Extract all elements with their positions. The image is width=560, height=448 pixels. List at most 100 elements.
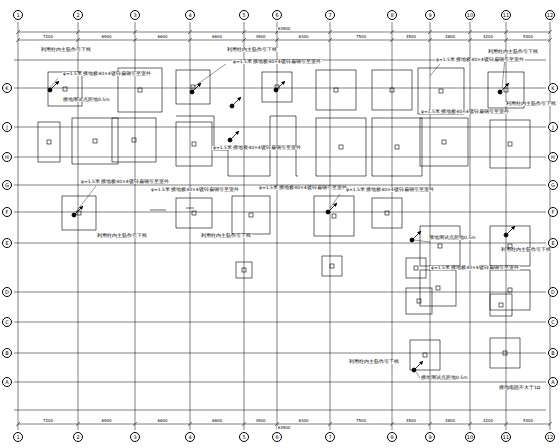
- axis-number: K: [551, 86, 554, 91]
- footing: [490, 270, 530, 310]
- axis-bubble: J: [2, 122, 12, 132]
- dimension-text: 6900: [100, 419, 112, 423]
- axis-bubble: 3: [130, 432, 140, 442]
- footing: [236, 262, 252, 278]
- dimension-text: 5400: [522, 419, 534, 423]
- axis-number: 5: [242, 435, 245, 440]
- column: [47, 140, 51, 144]
- axis-number: H: [551, 155, 555, 160]
- dimension-tick: [242, 30, 246, 34]
- column: [499, 303, 503, 307]
- axis-number: 7: [328, 435, 331, 440]
- footing: [62, 196, 96, 230]
- dimension-tick: [428, 30, 432, 34]
- axis-number: D: [551, 290, 555, 295]
- footing: [372, 198, 402, 228]
- axis-number: H: [5, 155, 9, 160]
- note-text: φ=1.5米 接地极40×4镀锌扁钢引至室外: [62, 72, 152, 77]
- note-text: φ=1.5米 接地极40×4镀锌扁钢引至室外: [420, 110, 510, 115]
- axis-bubble: 10: [465, 10, 475, 20]
- axis-number: 12: [547, 13, 553, 18]
- dimension-tick: [428, 38, 432, 42]
- axis-bubble: K: [2, 83, 12, 93]
- footing: [262, 72, 292, 102]
- axis-number: 10: [467, 13, 473, 18]
- ground-arrow: [506, 226, 515, 235]
- axis-number: 11: [503, 13, 509, 18]
- axis-number: 2: [76, 13, 79, 18]
- column: [138, 88, 142, 92]
- axis-number: C: [5, 320, 9, 325]
- dimension-text: 6600: [156, 419, 168, 423]
- footing: [176, 122, 212, 166]
- dimension-text: 7200: [42, 35, 54, 39]
- dimension-tick: [548, 30, 552, 34]
- footing: [176, 198, 212, 228]
- footing: [410, 340, 440, 370]
- note-text: φ=1.5米 接地极40×4镀锌扁钢引至室外: [232, 60, 322, 65]
- axis-number: 9: [428, 435, 431, 440]
- axis-bubble: 4: [185, 432, 195, 442]
- axis-bubble: B: [2, 348, 12, 358]
- axis-number: 5: [242, 13, 245, 18]
- axis-line: [14, 88, 546, 89]
- axis-number: 10: [467, 435, 473, 440]
- axis-number: 4: [188, 435, 191, 440]
- axis-bubble: D: [2, 287, 12, 297]
- axis-line: [244, 22, 245, 430]
- axis-number: E: [5, 241, 8, 246]
- note-text: 利用柱内主筋作引下线: [487, 50, 539, 55]
- axis-bubble: 12: [545, 432, 555, 442]
- axis-number: C: [551, 320, 555, 325]
- footing: [418, 68, 464, 114]
- dimension-tick: [428, 422, 432, 426]
- dimension-tick: [504, 422, 508, 426]
- column: [390, 88, 394, 92]
- axis-bubble: 5: [239, 10, 249, 20]
- axis-number: 1: [16, 435, 19, 440]
- axis-number: 11: [503, 435, 509, 440]
- dimension-tick: [390, 30, 394, 34]
- axis-bubble: A: [2, 377, 12, 387]
- footing: [406, 258, 426, 278]
- axis-number: 1: [16, 13, 19, 18]
- leader-line: [330, 194, 340, 208]
- footing: [420, 118, 468, 166]
- axis-bubble: H: [2, 152, 12, 162]
- note-text: 利用柱内主筋作引下线: [500, 248, 552, 253]
- column: [385, 211, 389, 215]
- axis-line: [470, 22, 471, 430]
- axis-bubble: C: [2, 317, 12, 327]
- axis-number: K: [5, 86, 8, 91]
- dimension-tick: [275, 38, 279, 42]
- axis-bubble: 1: [13, 432, 23, 442]
- axis-number: E: [551, 241, 554, 246]
- dimension-text: 4200: [482, 419, 494, 423]
- footing: [372, 70, 412, 110]
- axis-line: [392, 22, 393, 430]
- dimension-tick: [76, 30, 80, 34]
- dimension-tick: [504, 30, 508, 34]
- axis-bubble: 8: [387, 432, 397, 442]
- dimension-tick: [390, 422, 394, 426]
- axis-bubble: 11: [501, 10, 511, 20]
- footing: [232, 196, 270, 234]
- column: [423, 353, 427, 357]
- leader-lines: [50, 58, 505, 378]
- axis-line: [14, 322, 546, 323]
- column: [417, 299, 421, 303]
- axis-bubble: F: [548, 207, 558, 217]
- dimension-text: 3900: [254, 35, 266, 39]
- axis-number: G: [551, 183, 555, 188]
- column: [192, 142, 196, 146]
- leader-line: [192, 64, 226, 88]
- dimension-text: 7500: [355, 35, 367, 39]
- dimension-text: 6600: [211, 35, 223, 39]
- axis-bubble: J: [548, 122, 558, 132]
- axis-number: F: [552, 210, 555, 215]
- column: [242, 268, 246, 272]
- note-text: φ=1.5米 接地极40×4镀锌扁钢引至室外: [150, 188, 240, 193]
- dimension-tick: [504, 38, 508, 42]
- axis-bubble: H: [548, 152, 558, 162]
- column: [439, 89, 443, 93]
